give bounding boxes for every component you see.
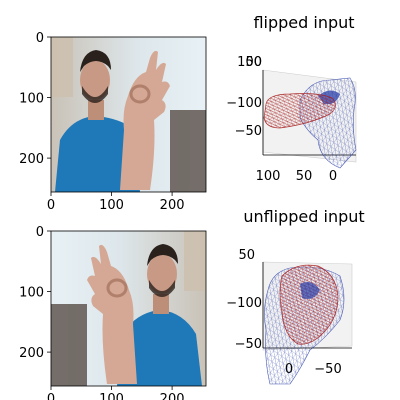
plot3d-title-top: flipped input (253, 13, 354, 32)
ytick-label: 100 (19, 92, 44, 107)
image-panel-bottom: 0 100 200 0 100 200 (19, 225, 207, 400)
image-frame-bottom (50, 230, 207, 387)
plot3d-ytick-label: −100 (226, 96, 262, 111)
xtick-label: 200 (160, 392, 185, 400)
plot3d-extra-tick-label: 0 (254, 0, 262, 4)
plot3d-title-bottom: unflipped input (243, 207, 364, 226)
plot3d-ztick-label: 50 (245, 55, 262, 70)
plot3d-xtick-label: 0 (329, 169, 337, 184)
plot3d-xtick-label: 50 (296, 169, 313, 184)
ytick-label: 100 (19, 286, 44, 301)
ytick-label: 0 (36, 225, 44, 240)
xtick-label: 0 (47, 198, 55, 213)
mesh-red-top (263, 93, 336, 129)
image-frame-top (50, 36, 207, 193)
mesh-blue-dense-bottom (300, 282, 320, 299)
plot3d-xtick-label: 100 (256, 169, 281, 184)
plot3d-ytick-label: −100 (226, 296, 262, 311)
xtick-label: 200 (160, 198, 185, 213)
plot3d-ticks-bottom: 0 −50 −100 −50 50 0 (226, 0, 341, 377)
plot3d-ytick-label: −50 (235, 337, 262, 352)
plot3d-extra-tick-label: 0 (254, 0, 262, 4)
ytick-label: 200 (19, 346, 44, 361)
xtick-label: 100 (99, 392, 124, 400)
plot3d-panel-bottom: unflipped input 0 −50 −100 −50 50 0 (226, 0, 365, 385)
photo-bottom (51, 231, 206, 386)
mesh-red-bottom (279, 264, 339, 345)
photo-top (51, 37, 206, 192)
xtick-label: 0 (47, 392, 55, 400)
plot3d-ytick-label: −50 (235, 124, 262, 139)
plot3d-xtick-label: 0 (285, 362, 293, 377)
image-ticks-top: 0 100 200 0 100 200 (19, 31, 184, 213)
plot3d-ztick-label: 50 (238, 248, 255, 263)
image-panel-top: 0 100 200 0 100 200 (19, 31, 207, 213)
ytick-label: 200 (19, 152, 44, 167)
ytick-label: 0 (36, 31, 44, 46)
xtick-label: 100 (99, 198, 124, 213)
plot3d-xtick-label: −50 (314, 362, 341, 377)
plot3d-ztick-label: 100 (237, 55, 262, 70)
image-ticks-bottom: 0 100 200 0 100 200 (19, 225, 184, 400)
